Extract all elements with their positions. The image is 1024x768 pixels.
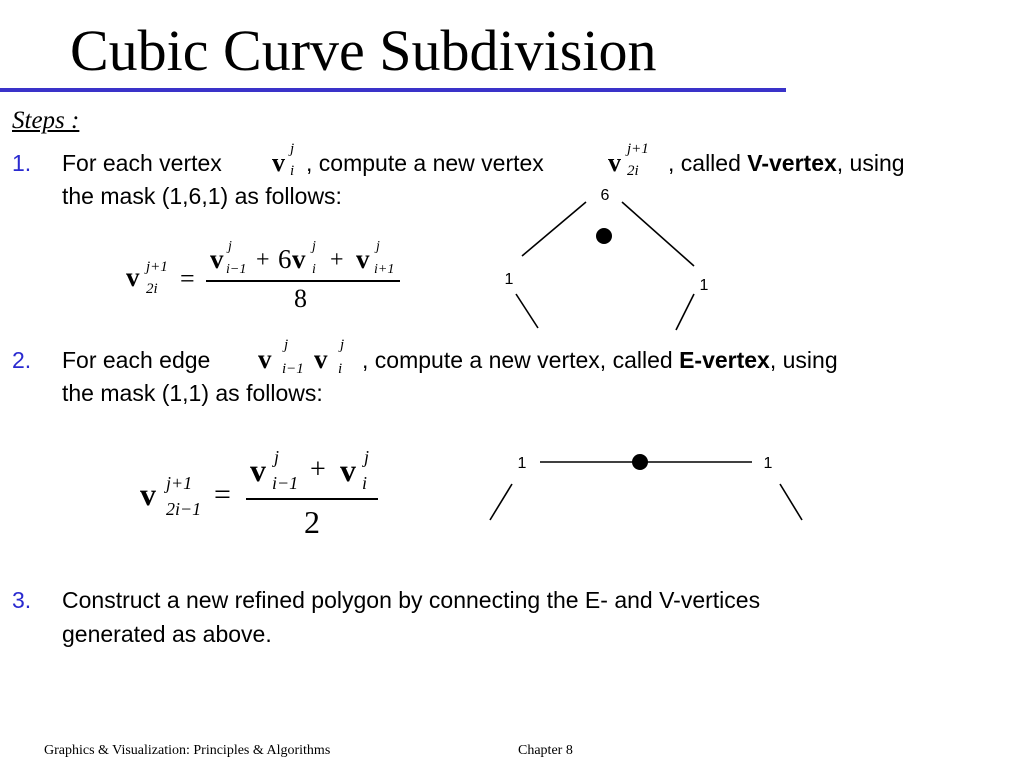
math-v: v (340, 452, 356, 488)
math-plus: + (256, 247, 270, 273)
math-v: v (126, 262, 140, 292)
step-3-line-2: generated as above. (62, 621, 272, 647)
step-1-using: , using (836, 150, 905, 176)
math-superscript: j+1 (166, 473, 193, 493)
math-superscript: j+1 (627, 141, 649, 157)
math-superscript: j (228, 239, 232, 254)
math-equals: = (180, 264, 195, 293)
step-3-line-1: Construct a new refined polygon by conne… (62, 587, 761, 613)
math-subscript: i (362, 473, 368, 493)
math-plus: + (330, 247, 344, 273)
step-1-line-2: the mask (1,6,1) as follows: (62, 183, 342, 209)
step-3-number: 3. (12, 587, 32, 613)
math-equals: = (214, 478, 231, 511)
math-superscript: j (340, 337, 345, 353)
math-subscript: i+1 (374, 262, 395, 277)
mask-edge-lower-right (675, 293, 695, 331)
mask-weight-right: 1 (700, 277, 709, 294)
math-v: v (292, 244, 306, 274)
mask-edge-lower-left (489, 483, 513, 521)
fraction-bar (246, 498, 378, 500)
math-coefficient: 6 (278, 244, 292, 274)
mask-edge-lower-left (515, 293, 539, 329)
math-v: v (258, 344, 272, 374)
math-subscript: 2i−1 (166, 499, 202, 519)
step-1-number: 1. (12, 150, 32, 176)
fraction-bar (206, 280, 400, 282)
math-subscript: i−1 (226, 262, 247, 277)
math-superscript: j (274, 447, 280, 467)
footer-chapter: Chapter 8 (518, 743, 573, 758)
v-vertex-mask-diagram: 6 1 1 (505, 187, 709, 331)
math-v: v (608, 148, 621, 177)
step-1-text-b: , compute a new vertex (306, 150, 544, 176)
mask-edge-right (621, 201, 695, 267)
mask-new-vertex-dot (632, 454, 648, 470)
step-2-text-b: , compute a new vertex, called E-vertex,… (362, 349, 838, 372)
math-superscript: j (284, 337, 289, 353)
step-1-text-a: For each vertex (62, 150, 222, 176)
step-2-number: 2. (12, 347, 32, 373)
math-v: v (210, 244, 224, 274)
step-2-edge-symbol: v j i−1 v j i (258, 338, 358, 382)
slide-title: Cubic Curve Subdivision (70, 18, 657, 83)
step-1-vertex-symbol: v j i (272, 142, 302, 182)
title-underline (0, 88, 786, 92)
step-2-text-a: For each edge (62, 347, 211, 373)
e-vertex-formula: v j+1 2i−1 = v j i−1 + v j i 2 (136, 446, 396, 546)
steps-label: Steps : (12, 107, 80, 134)
math-plus: + (310, 454, 326, 485)
mask-edge-left (521, 201, 587, 257)
step-2-called: , compute a new vertex, called (362, 347, 673, 373)
math-subscript: 2i (627, 163, 639, 179)
math-superscript: j (312, 239, 316, 254)
v-vertex-formula: v j+1 2i = v j i−1 + 6 v j i + v j i+1 8 (120, 236, 410, 326)
math-subscript: i (312, 262, 316, 277)
e-vertex-mask-diagram: 1 1 (489, 454, 803, 521)
math-v: v (140, 476, 156, 512)
step-2-using: , using (769, 347, 838, 373)
math-subscript: 2i (146, 281, 158, 297)
math-subscript: i−1 (272, 473, 299, 493)
math-superscript: j+1 (146, 259, 168, 275)
mask-weight-right: 1 (764, 455, 773, 472)
math-denominator: 8 (294, 284, 307, 313)
math-v: v (272, 148, 285, 177)
math-denominator: 2 (304, 504, 320, 540)
mask-weight-left: 1 (518, 455, 527, 472)
math-superscript: j (376, 239, 380, 254)
step-1-text-c: , called V-vertex, using (668, 152, 905, 175)
math-subscript: i (290, 163, 295, 179)
math-v: v (250, 452, 266, 488)
math-superscript: j (290, 141, 295, 157)
mask-weight-top: 6 (601, 187, 610, 204)
step-2-term: E-vertex (679, 347, 770, 373)
step-1-new-vertex-symbol: v j+1 2i (608, 142, 666, 182)
math-subscript: i−1 (282, 361, 304, 377)
mask-weight-left: 1 (505, 271, 514, 288)
math-v: v (314, 344, 328, 374)
step-1-called: , called (668, 150, 741, 176)
step-1-term: V-vertex (747, 150, 837, 176)
step-2-line-2: the mask (1,1) as follows: (62, 380, 323, 406)
footer-book-title: Graphics & Visualization: Principles & A… (44, 743, 331, 758)
mask-edge-lower-right (779, 483, 803, 521)
math-subscript: i (338, 361, 343, 377)
mask-new-vertex-dot (596, 228, 612, 244)
math-v: v (356, 244, 370, 274)
math-superscript: j (364, 447, 370, 467)
